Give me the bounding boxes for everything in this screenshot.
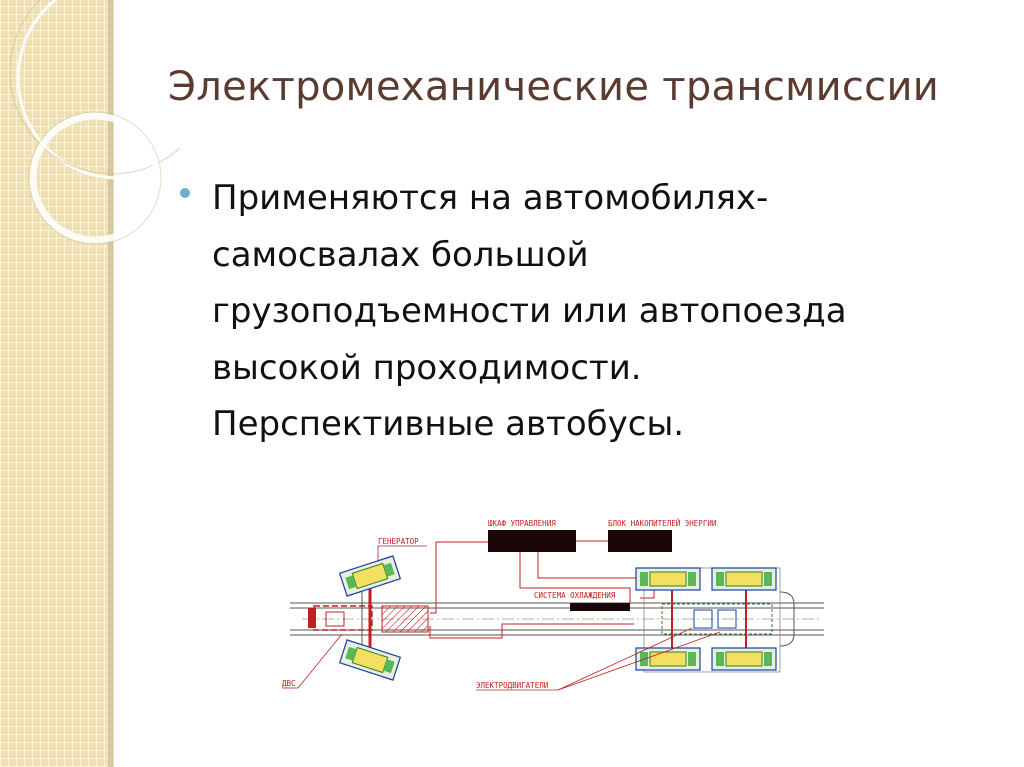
engine-leader (297, 633, 343, 689)
bullet-text: Применяются на автомобилях- самосвалах б… (212, 170, 952, 453)
rear-wheel (711, 647, 777, 671)
engine-label: ДВС (282, 679, 296, 688)
wire (519, 552, 631, 603)
cooling-system-label: СИСТЕМА ОХЛАЖДЕНИЯ (534, 591, 616, 600)
electric-motors-label: ЭЛЕКТРОДВИГАТЕЛИ (476, 681, 548, 690)
transmission-diagram: ШКАФ УПРАВЛЕНИЯ БЛОК НАКОПИТЕЛЕЙ ЭНЕРГИИ… (282, 519, 824, 691)
generator-label: ГЕНЕРАТОР (378, 537, 419, 546)
cooling-system-box (570, 603, 630, 611)
motor-housing (661, 603, 773, 635)
slide-title: Электромеханические трансмиссии (168, 64, 940, 110)
rear-wheel (711, 567, 777, 591)
front-wheel-top (338, 555, 402, 597)
energy-storage-label: БЛОК НАКОПИТЕЛЕЙ ЭНЕРГИИ (608, 519, 716, 528)
control-cabinet-box (488, 530, 576, 552)
decorative-circle-large (16, 0, 180, 180)
generator-block (381, 605, 429, 633)
motors-leader (557, 627, 693, 691)
bullet-line: самосвалах большой (212, 234, 589, 275)
bullet-line: Перспективные автобусы. (212, 404, 685, 444)
decorative-circle-small (29, 112, 161, 244)
side-band-edge (108, 0, 113, 767)
engine-front (308, 608, 316, 628)
engine-part (325, 611, 345, 627)
side-band-edge-highlight (113, 0, 114, 767)
motor (717, 609, 737, 629)
wire (429, 623, 634, 639)
engine-block (313, 605, 373, 631)
energy-storage-box (608, 530, 672, 552)
front-wheel-bottom (338, 639, 402, 681)
rear-frame-end (779, 591, 795, 647)
rear-wheel (635, 647, 701, 671)
bullet-line: Применяются на автомобилях- (212, 178, 769, 218)
control-cabinet-label: ШКАФ УПРАВЛЕНИЯ (488, 519, 556, 528)
bullet-icon (180, 188, 190, 198)
decorative-circles (9, 0, 180, 245)
decorative-circle-small-outline (28, 111, 162, 245)
bullet-line: высокой проходимости. (212, 347, 642, 388)
motor (693, 609, 713, 629)
wire (430, 541, 488, 614)
rear-wheel (635, 567, 701, 591)
decorative-circle-outline (9, 0, 180, 175)
motors-leader (557, 631, 721, 691)
bullet-line: грузоподъемности или автопоезда (212, 291, 847, 331)
